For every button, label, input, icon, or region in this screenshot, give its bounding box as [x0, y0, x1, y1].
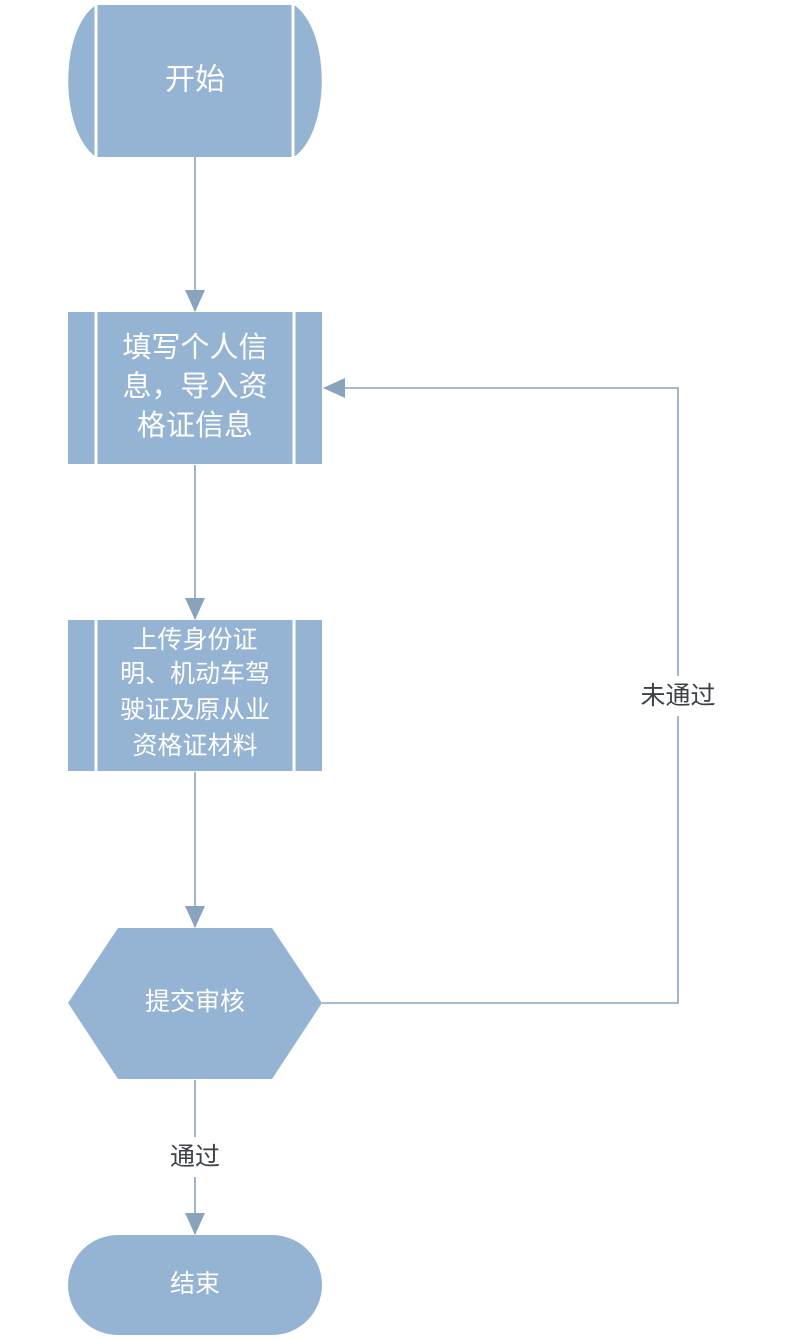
node-upload: 上传身份证 明、机动车驾 驶证及原从业 资格证材料	[68, 620, 322, 771]
node-upload-line-4: 资格证材料	[132, 731, 257, 760]
pass-label: 通过	[170, 1142, 220, 1171]
fail-label-bg	[628, 676, 728, 716]
edge-review-to-fill-loop	[322, 378, 679, 1004]
node-start-label: 开始	[165, 63, 225, 98]
node-upload-line-1: 上传身份证	[132, 625, 257, 654]
node-end: 结束	[68, 1235, 322, 1335]
node-upload-line-2: 明、机动车驾	[120, 659, 270, 688]
node-review-label: 提交审核	[145, 987, 245, 1016]
node-fill-info-line-3: 格证信息	[137, 408, 253, 442]
pass-label-bg	[155, 1137, 235, 1177]
fail-label: 未通过	[640, 681, 715, 710]
node-fill-info: 填写个人信 息，导入资 格证信息	[68, 312, 322, 464]
node-fill-info-line-2: 息，导入资	[122, 369, 267, 403]
node-end-label: 结束	[170, 1269, 220, 1298]
node-review: 提交审核	[68, 928, 322, 1079]
node-fill-info-line-1: 填写个人信	[122, 330, 267, 364]
node-upload-line-3: 驶证及原从业	[120, 695, 270, 724]
node-start: 开始	[68, 5, 322, 157]
